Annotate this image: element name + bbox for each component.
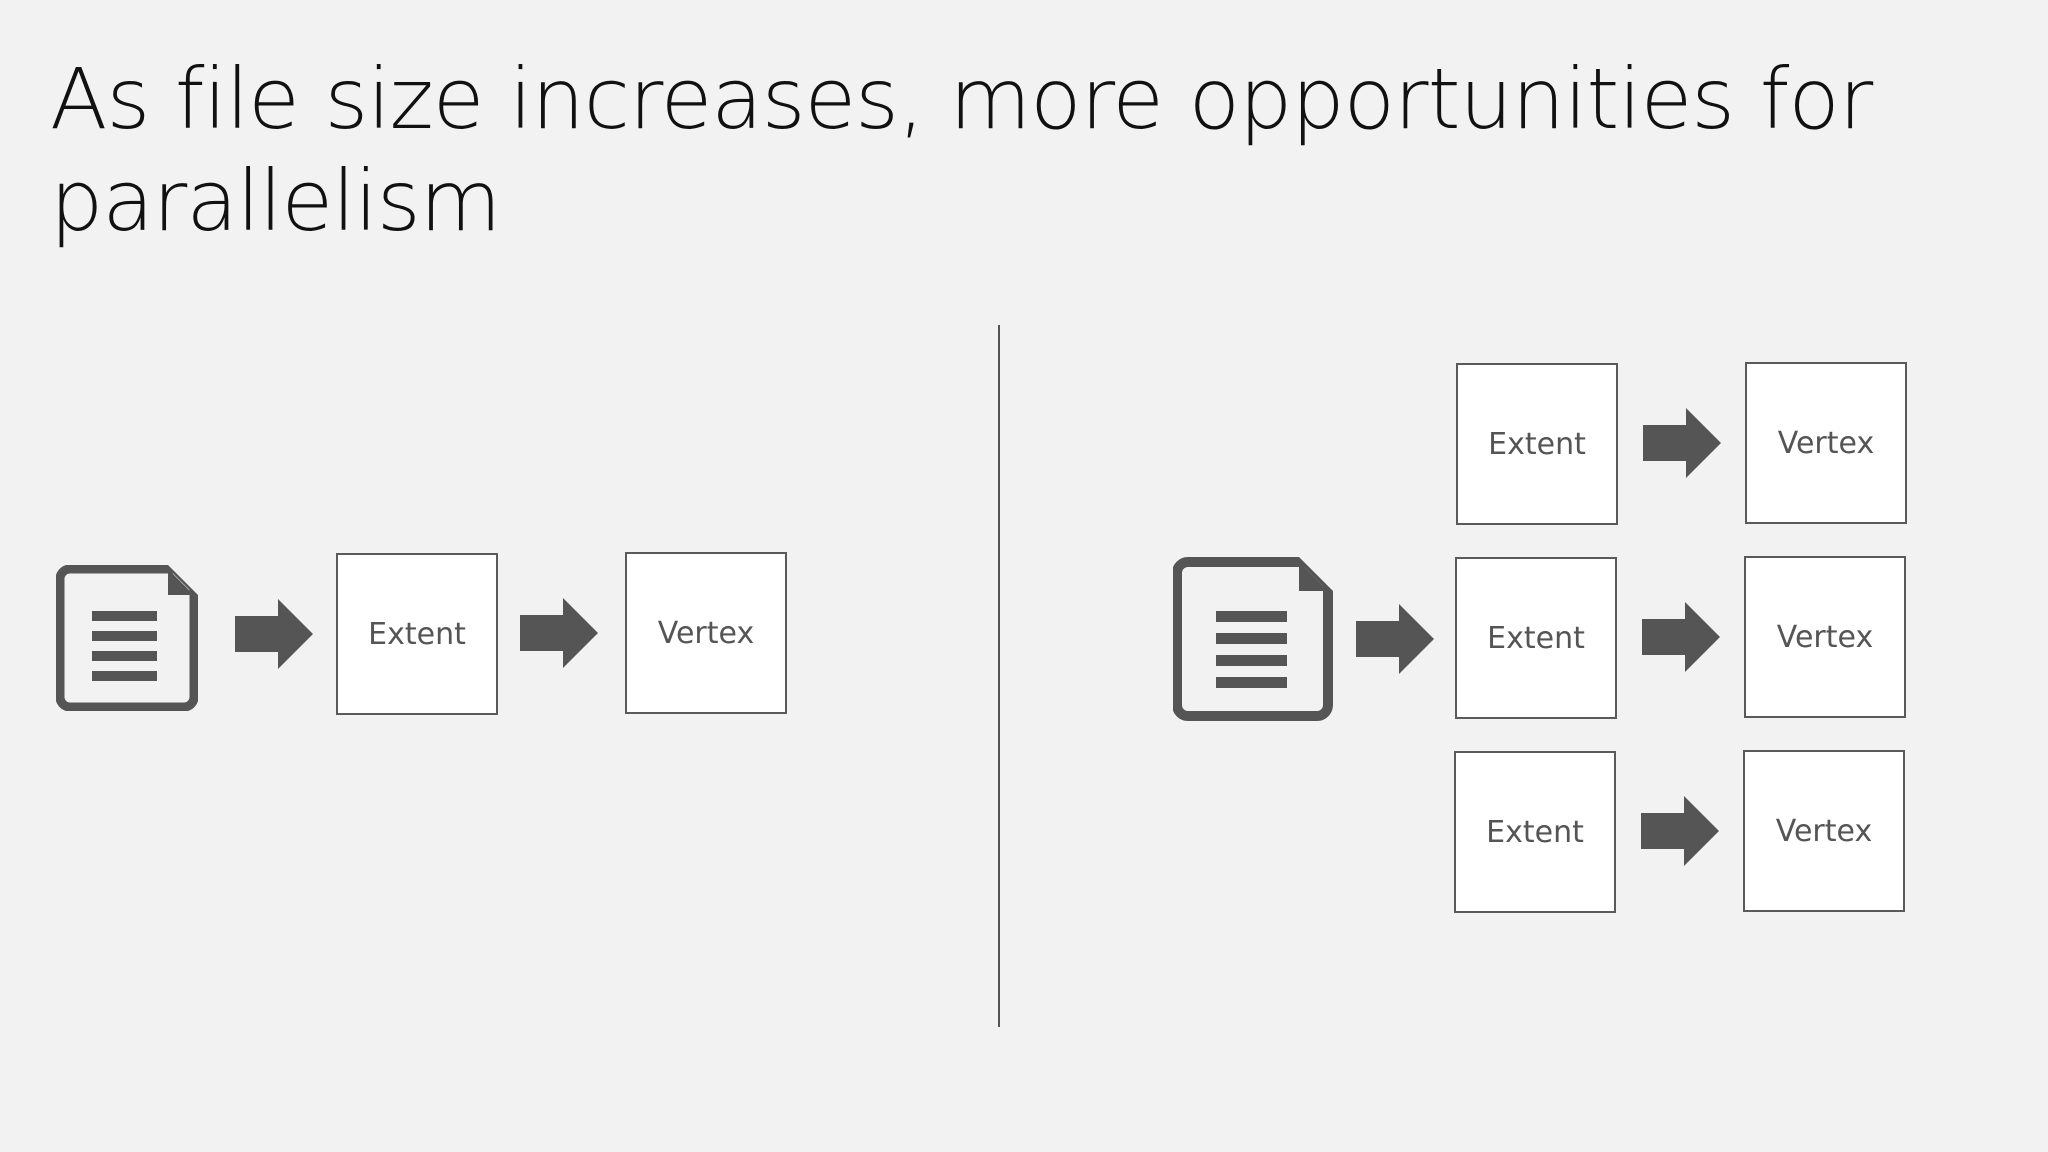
vertex-label: Vertex xyxy=(1776,619,1874,655)
right-arrow-icon xyxy=(520,598,598,668)
extent-box: Extent xyxy=(1454,751,1616,913)
slide-title: As file size increases, more opportuniti… xyxy=(50,50,1873,250)
extent-label: Extent xyxy=(1486,814,1584,850)
vertex-box: Vertex xyxy=(1743,750,1905,912)
vertex-label: Vertex xyxy=(657,615,755,651)
extent-box: Extent xyxy=(1455,557,1617,719)
extent-box: Extent xyxy=(1456,363,1618,525)
vertex-box: Vertex xyxy=(1744,556,1906,718)
document-icon xyxy=(1173,557,1333,721)
right-arrow-icon xyxy=(1642,602,1720,672)
document-icon xyxy=(56,565,198,711)
right-arrow-icon xyxy=(1356,604,1434,674)
vertex-label: Vertex xyxy=(1775,813,1873,849)
extent-box: Extent xyxy=(336,553,498,715)
vertex-box: Vertex xyxy=(1745,362,1907,524)
vertex-label: Vertex xyxy=(1777,425,1875,461)
extent-label: Extent xyxy=(368,616,466,652)
vertex-box: Vertex xyxy=(625,552,787,714)
extent-label: Extent xyxy=(1487,620,1585,656)
right-arrow-icon xyxy=(1643,408,1721,478)
section-divider xyxy=(998,325,1000,1027)
right-arrow-icon xyxy=(1641,796,1719,866)
extent-label: Extent xyxy=(1488,426,1586,462)
right-arrow-icon xyxy=(235,599,313,669)
